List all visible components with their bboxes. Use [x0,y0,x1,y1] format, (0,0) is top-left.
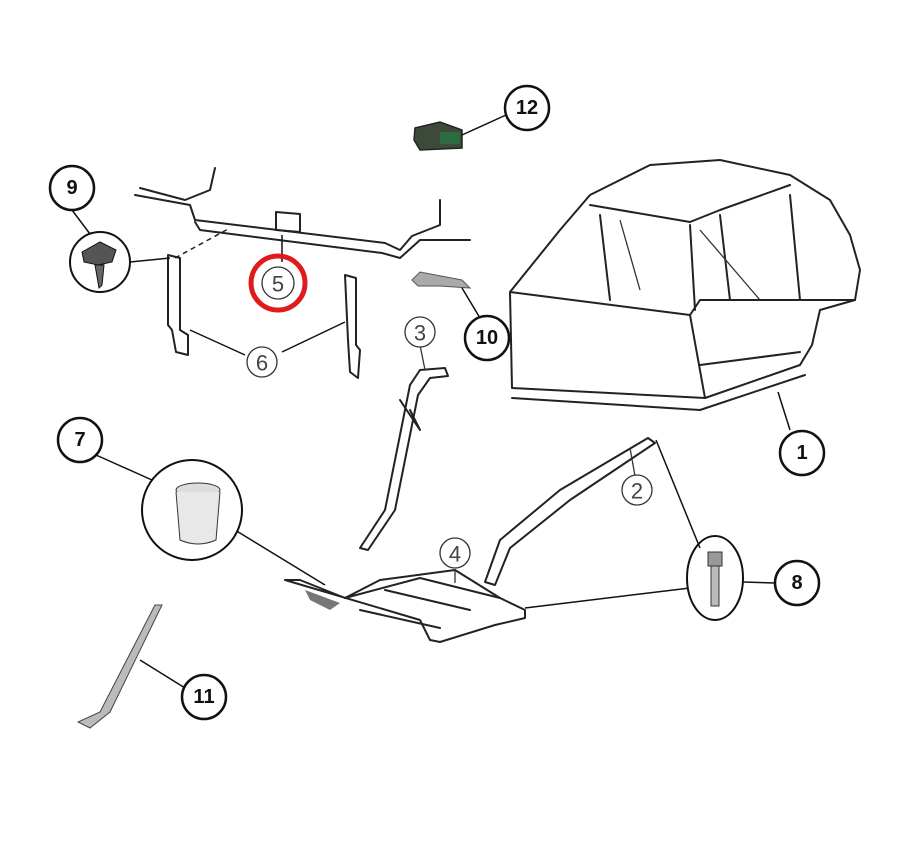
part-3-pillar [359,344,449,551]
part-9-screw [69,209,171,293]
svg-text:2: 2 [631,479,643,504]
callout-1: 1 [778,429,826,477]
svg-text:12: 12 [516,97,538,119]
callout-6: 6 [246,346,278,378]
part-1-body-frame [509,159,861,431]
callout-5: 5 [248,253,308,313]
svg-text:4: 4 [449,542,461,567]
svg-text:9: 9 [66,177,77,199]
callout-2: 2 [621,474,653,506]
callout-9: 9 [48,164,96,212]
part-11-strip [76,604,186,729]
svg-text:8: 8 [791,572,802,594]
part-2-rear-bar [484,437,656,586]
svg-text:5: 5 [272,272,284,297]
callout-12: 12 [503,84,551,132]
callout-8: 8 [773,559,821,607]
part-8-bolt [655,439,776,621]
part-5-crossbar [134,167,471,262]
callout-3: 3 [404,316,436,348]
highlight-ring [248,253,308,313]
part-10-bracket [411,271,481,319]
part-7-rivet-nut [95,454,243,561]
callout-7: 7 [56,416,104,464]
part-6-straps [167,254,361,379]
svg-text:3: 3 [414,321,426,346]
callout-10: 10 [463,314,511,362]
part-4-floor-frame [234,529,691,643]
svg-text:1: 1 [796,442,807,464]
part-12-module [413,114,507,151]
svg-text:7: 7 [74,429,85,451]
callout-4: 4 [439,537,471,569]
svg-text:6: 6 [256,351,268,376]
callout-11: 11 [180,673,228,721]
svg-text:10: 10 [476,327,498,349]
svg-text:11: 11 [193,686,214,708]
